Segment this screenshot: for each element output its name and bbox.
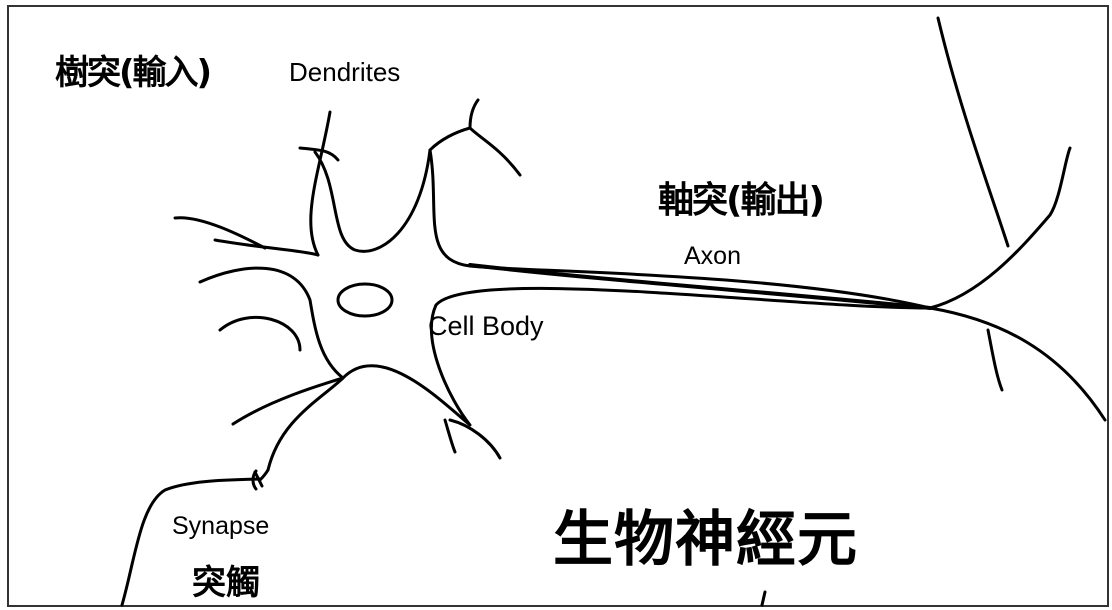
dendrites-zh-label: 樹突(輸入) xyxy=(55,56,210,90)
dendrite-lower xyxy=(445,420,500,458)
dendrite-upper xyxy=(175,100,520,255)
axon-zh-label: 軸突(輸出) xyxy=(658,183,823,219)
dendrites-en-label: Dendrites xyxy=(289,59,400,85)
axon-terminals xyxy=(930,18,1105,420)
cell-body-label: Cell Body xyxy=(428,313,544,340)
nucleus xyxy=(338,284,392,316)
axon-en-label: Axon xyxy=(684,244,741,269)
diagram-title: 生物神經元 xyxy=(553,510,858,570)
synapse-en-label: Synapse xyxy=(172,514,269,539)
synapse-zh-label: 突觸 xyxy=(192,566,260,600)
cell-body-outline xyxy=(268,150,930,470)
fragment-bottom xyxy=(762,592,765,605)
axon-shaft xyxy=(470,265,930,308)
